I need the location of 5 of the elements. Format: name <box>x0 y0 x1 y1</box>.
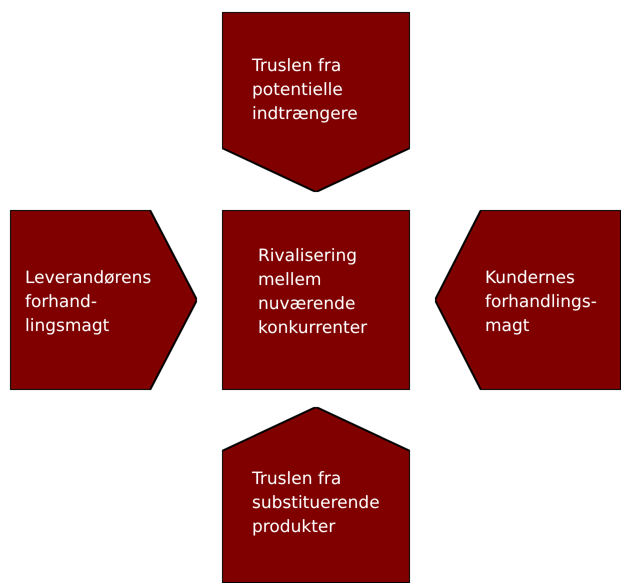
force-label: Truslen fra potentielle indtrængere <box>252 55 359 126</box>
force-label: Kundernes forhandlings- magt <box>485 267 598 338</box>
force-label: Truslen fra substituerende produkter <box>252 468 381 539</box>
force-label: Leverandørens forhand- lingsmagt <box>25 267 152 338</box>
force-label: Rivalisering mellem nuværende konkurrenter <box>258 245 368 340</box>
